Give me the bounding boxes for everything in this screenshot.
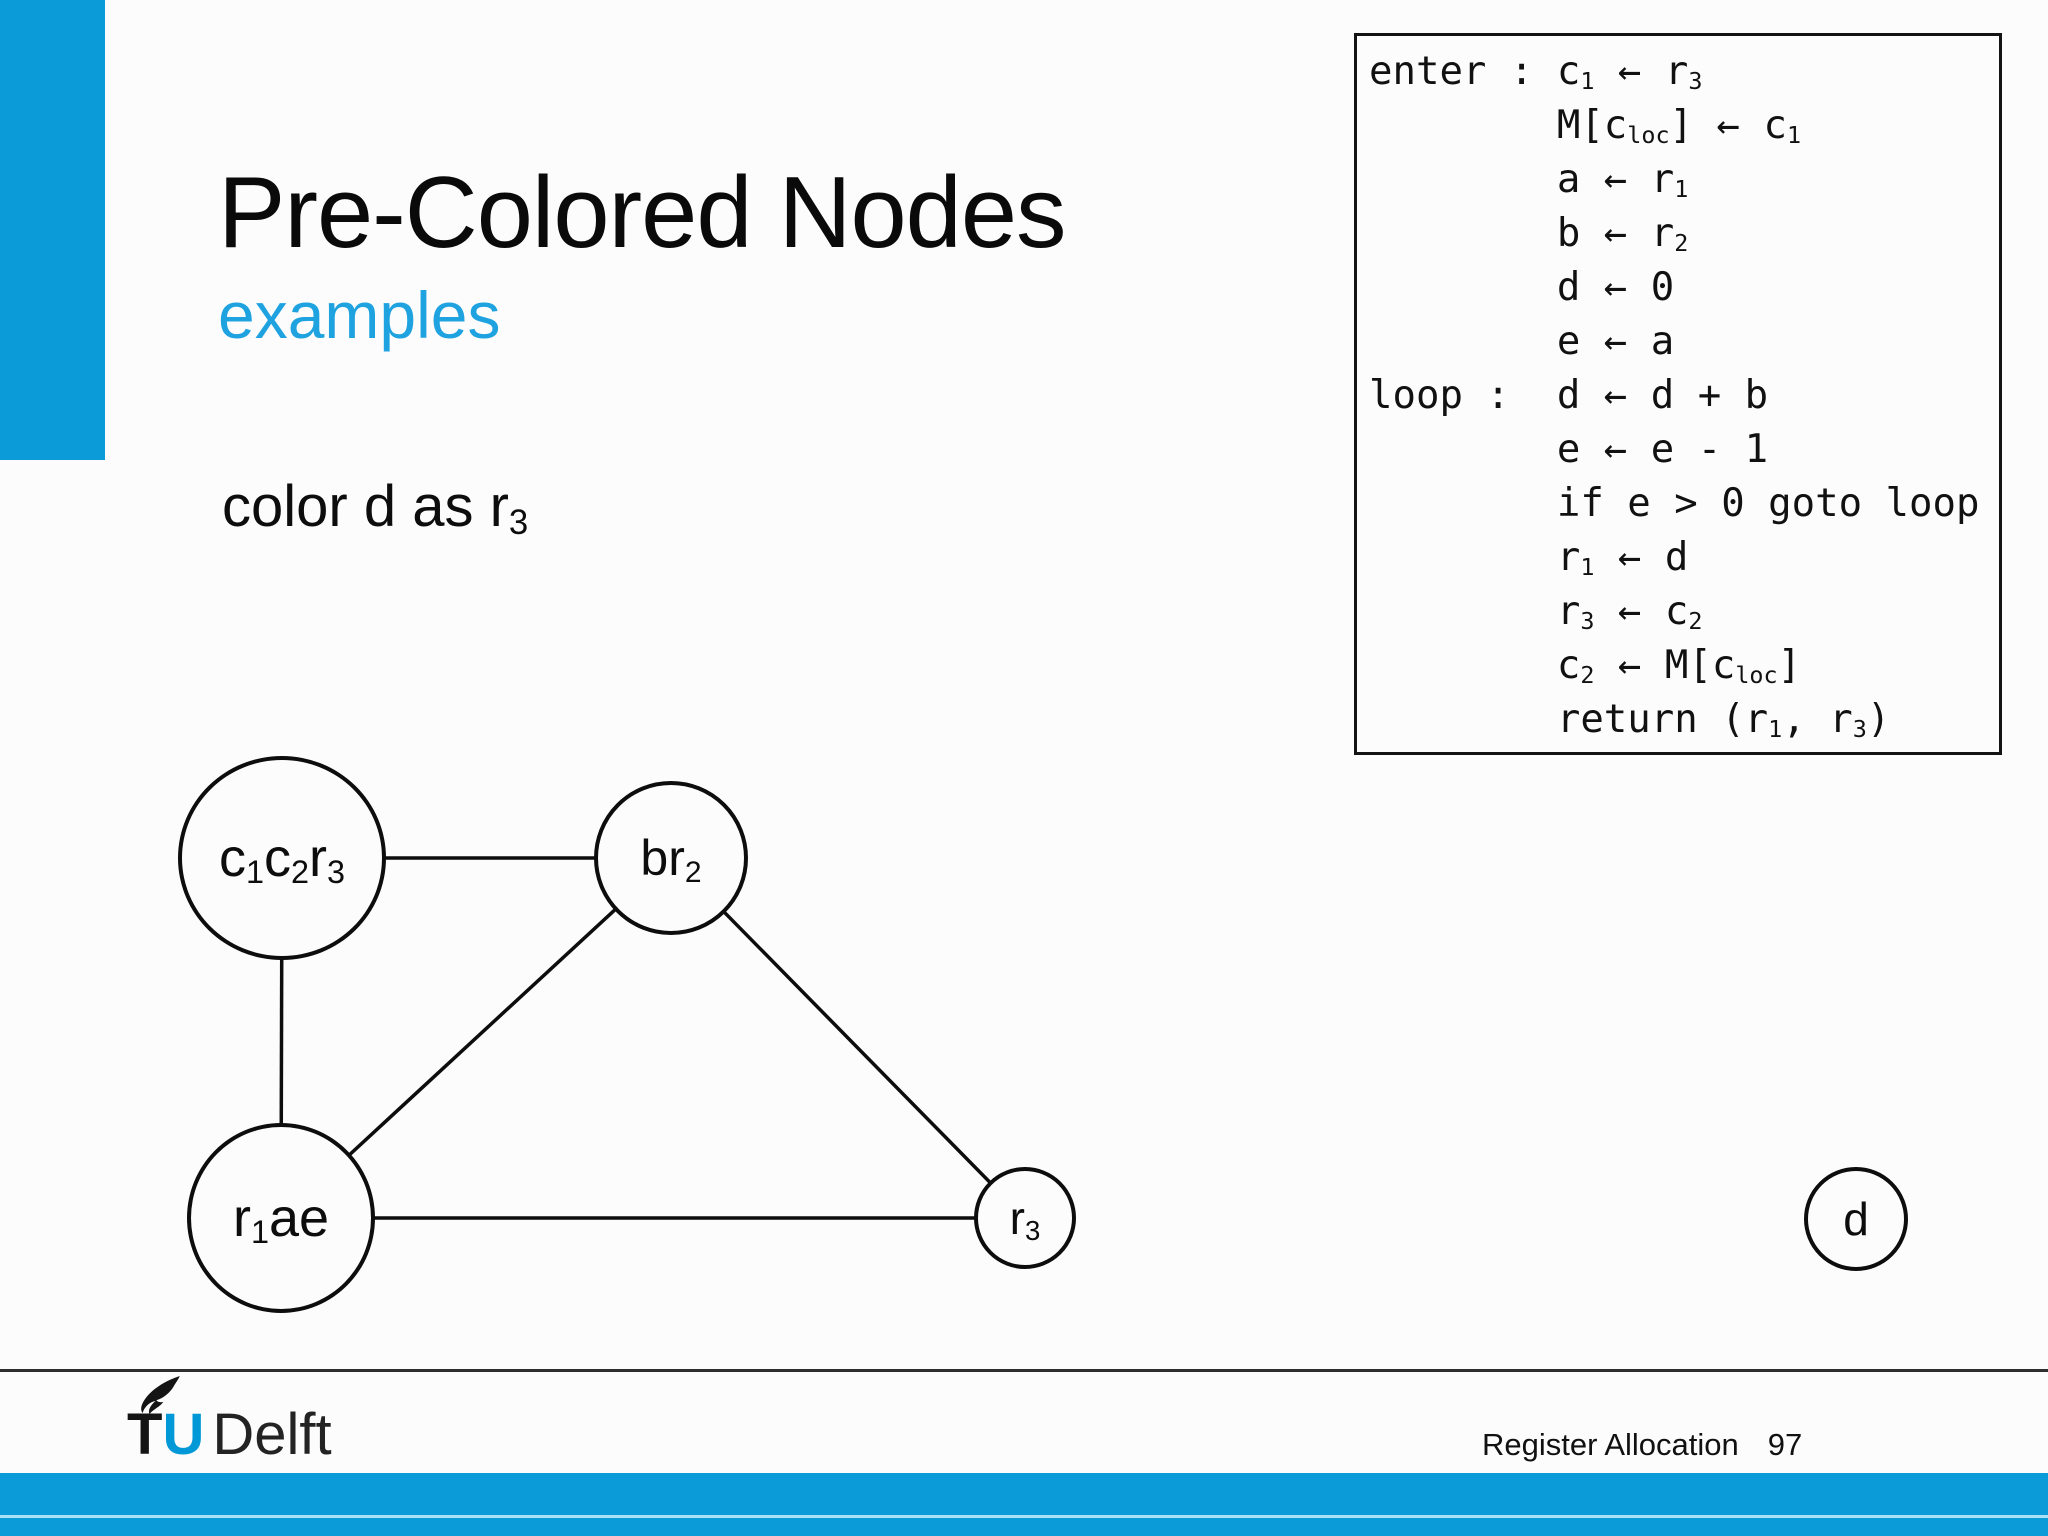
code-line: e ← a — [1369, 319, 1675, 364]
graph-node-br2: br2 — [594, 781, 748, 935]
code-line: a ← r1 — [1369, 157, 1689, 204]
graph-node-label: c1c2r3 — [218, 828, 346, 891]
flame-icon — [141, 1376, 180, 1414]
graph-node-label: br2 — [640, 830, 702, 889]
code-line: c2 ← M[cloc] — [1369, 643, 1802, 690]
left-accent-bar — [0, 0, 105, 460]
tu-delft-logo: T U Delft — [127, 1406, 332, 1464]
code-line: r3 ← c2 — [1369, 589, 1703, 636]
page-subtitle: examples — [218, 278, 501, 352]
footer-right: Register Allocation 97 — [1482, 1429, 1802, 1460]
graph-node-c1c2r3: c1c2r3 — [178, 756, 386, 960]
code-line: loop : d ← d + b — [1369, 373, 1769, 418]
footer-page-number: 97 — [1767, 1427, 1803, 1462]
footer-divider — [0, 1369, 2048, 1372]
graph-node-label: d — [1843, 1193, 1869, 1245]
graph-node-d: d — [1804, 1167, 1908, 1271]
logo-word-delft: Delft — [212, 1402, 332, 1467]
page-title: Pre-Colored Nodes — [218, 157, 1067, 269]
code-box: enter : c1 ← r3 M[cloc] ← c1 a ← r1 b ← … — [1354, 33, 2002, 755]
graph-node-label: r1ae — [232, 1188, 330, 1251]
code-line: b ← r2 — [1369, 211, 1689, 258]
code-line: e ← e - 1 — [1369, 427, 1769, 472]
logo-letter-u: U — [162, 1402, 205, 1467]
code-line: if e > 0 goto loop — [1369, 481, 1980, 526]
graph-node-r3: r3 — [974, 1167, 1076, 1269]
code-line: M[cloc] ← c1 — [1369, 103, 1802, 150]
graph-edge-br2-r3 — [669, 856, 1027, 1220]
bottom-accent-bar — [0, 1473, 2048, 1536]
slide-heading: color d as r3 — [222, 474, 529, 542]
footer-course-title: Register Allocation — [1482, 1427, 1739, 1462]
bottom-bar-light-line — [0, 1515, 2048, 1518]
logo-letter-t: T — [127, 1402, 162, 1467]
graph-node-r1ae: r1ae — [187, 1123, 375, 1313]
code-line: r1 ← d — [1369, 535, 1689, 582]
code-line: d ← 0 — [1369, 265, 1675, 310]
code-line: return (r1, r3) — [1369, 697, 1891, 744]
code-line: enter : c1 ← r3 — [1369, 49, 1703, 96]
graph-node-label: r3 — [1009, 1192, 1041, 1247]
